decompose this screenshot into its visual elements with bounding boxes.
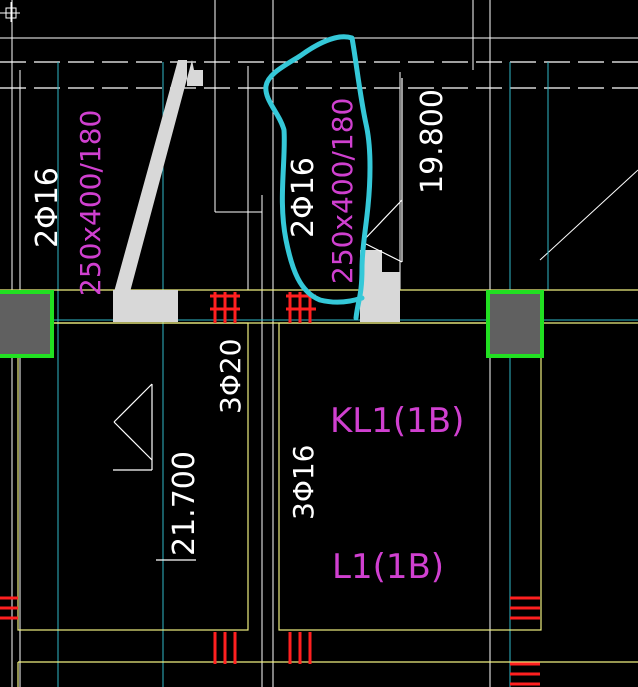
column-right xyxy=(486,290,544,358)
label-elevation-left: 21.700 xyxy=(167,451,202,556)
label-beam-kl1: KL1(1B) xyxy=(330,401,464,441)
label-left-rebar: 2Φ16 xyxy=(30,167,65,248)
gray-fill-shapes xyxy=(113,60,400,322)
label-rebar-3phi16: 3Φ16 xyxy=(287,445,320,520)
label-elevation-top: 19.800 xyxy=(415,89,450,194)
label-mid-section: 250x400/180 xyxy=(326,98,359,284)
elevation-marker-top xyxy=(361,78,403,263)
dashed-axis-lines xyxy=(0,61,638,89)
label-left-section: 250x400/180 xyxy=(74,110,107,296)
column-left xyxy=(0,290,54,358)
elevation-marker-left xyxy=(113,383,196,561)
corner-marker-icon xyxy=(0,2,20,22)
rebar-hatches xyxy=(0,292,540,686)
markup-highlight-loop xyxy=(263,34,373,321)
label-rebar-3phi20: 3Φ20 xyxy=(214,339,247,414)
label-mid-rebar: 2Φ16 xyxy=(286,157,321,238)
label-beam-l1: L1(1B) xyxy=(332,547,444,587)
